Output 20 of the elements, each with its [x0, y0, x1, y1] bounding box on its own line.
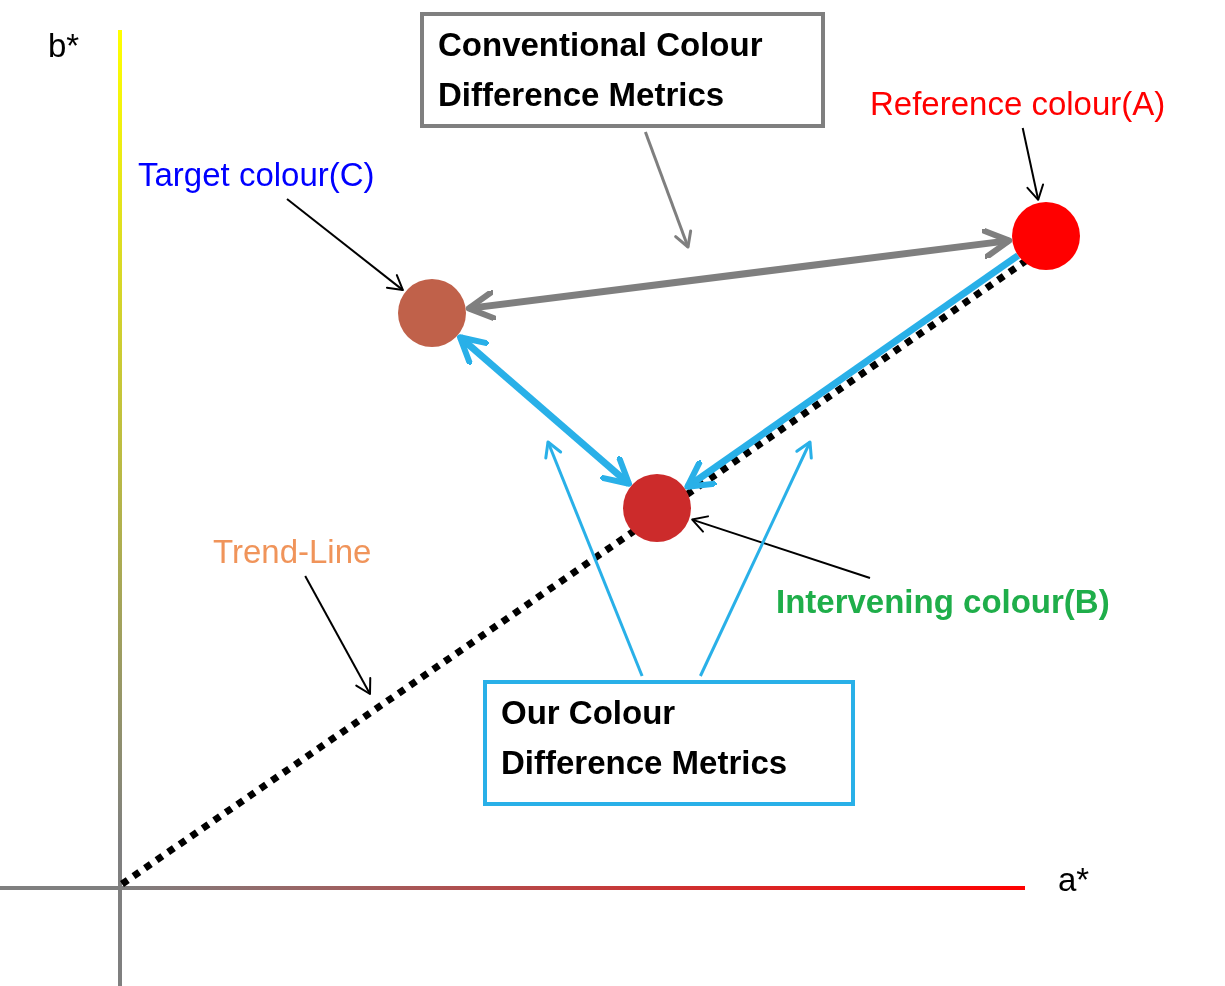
arrow: [544, 440, 644, 677]
colour-label: Reference colour(A): [870, 84, 1166, 124]
trend-line-label: Trend-Line: [213, 532, 372, 572]
leader-line: [304, 575, 372, 695]
arrow: [644, 131, 693, 249]
arrow: [699, 440, 813, 677]
leader-line: [691, 515, 871, 579]
arrow: [465, 227, 1013, 322]
axis-label: b*: [48, 26, 80, 66]
colour-dot: [623, 474, 691, 542]
leader-line: [286, 198, 404, 292]
leader-line: [1021, 127, 1045, 201]
metric-box: Our Colour Difference Metrics: [483, 680, 855, 806]
axis-label: a*: [1058, 860, 1090, 900]
metric-box: Conventional Colour Difference Metrics: [420, 12, 825, 128]
arrow: [457, 334, 632, 487]
colour-dot: [398, 279, 466, 347]
arrow: [684, 252, 1021, 490]
colour-label: Intervening colour(B): [776, 582, 1110, 622]
colour-label: Target colour(C): [138, 155, 375, 195]
